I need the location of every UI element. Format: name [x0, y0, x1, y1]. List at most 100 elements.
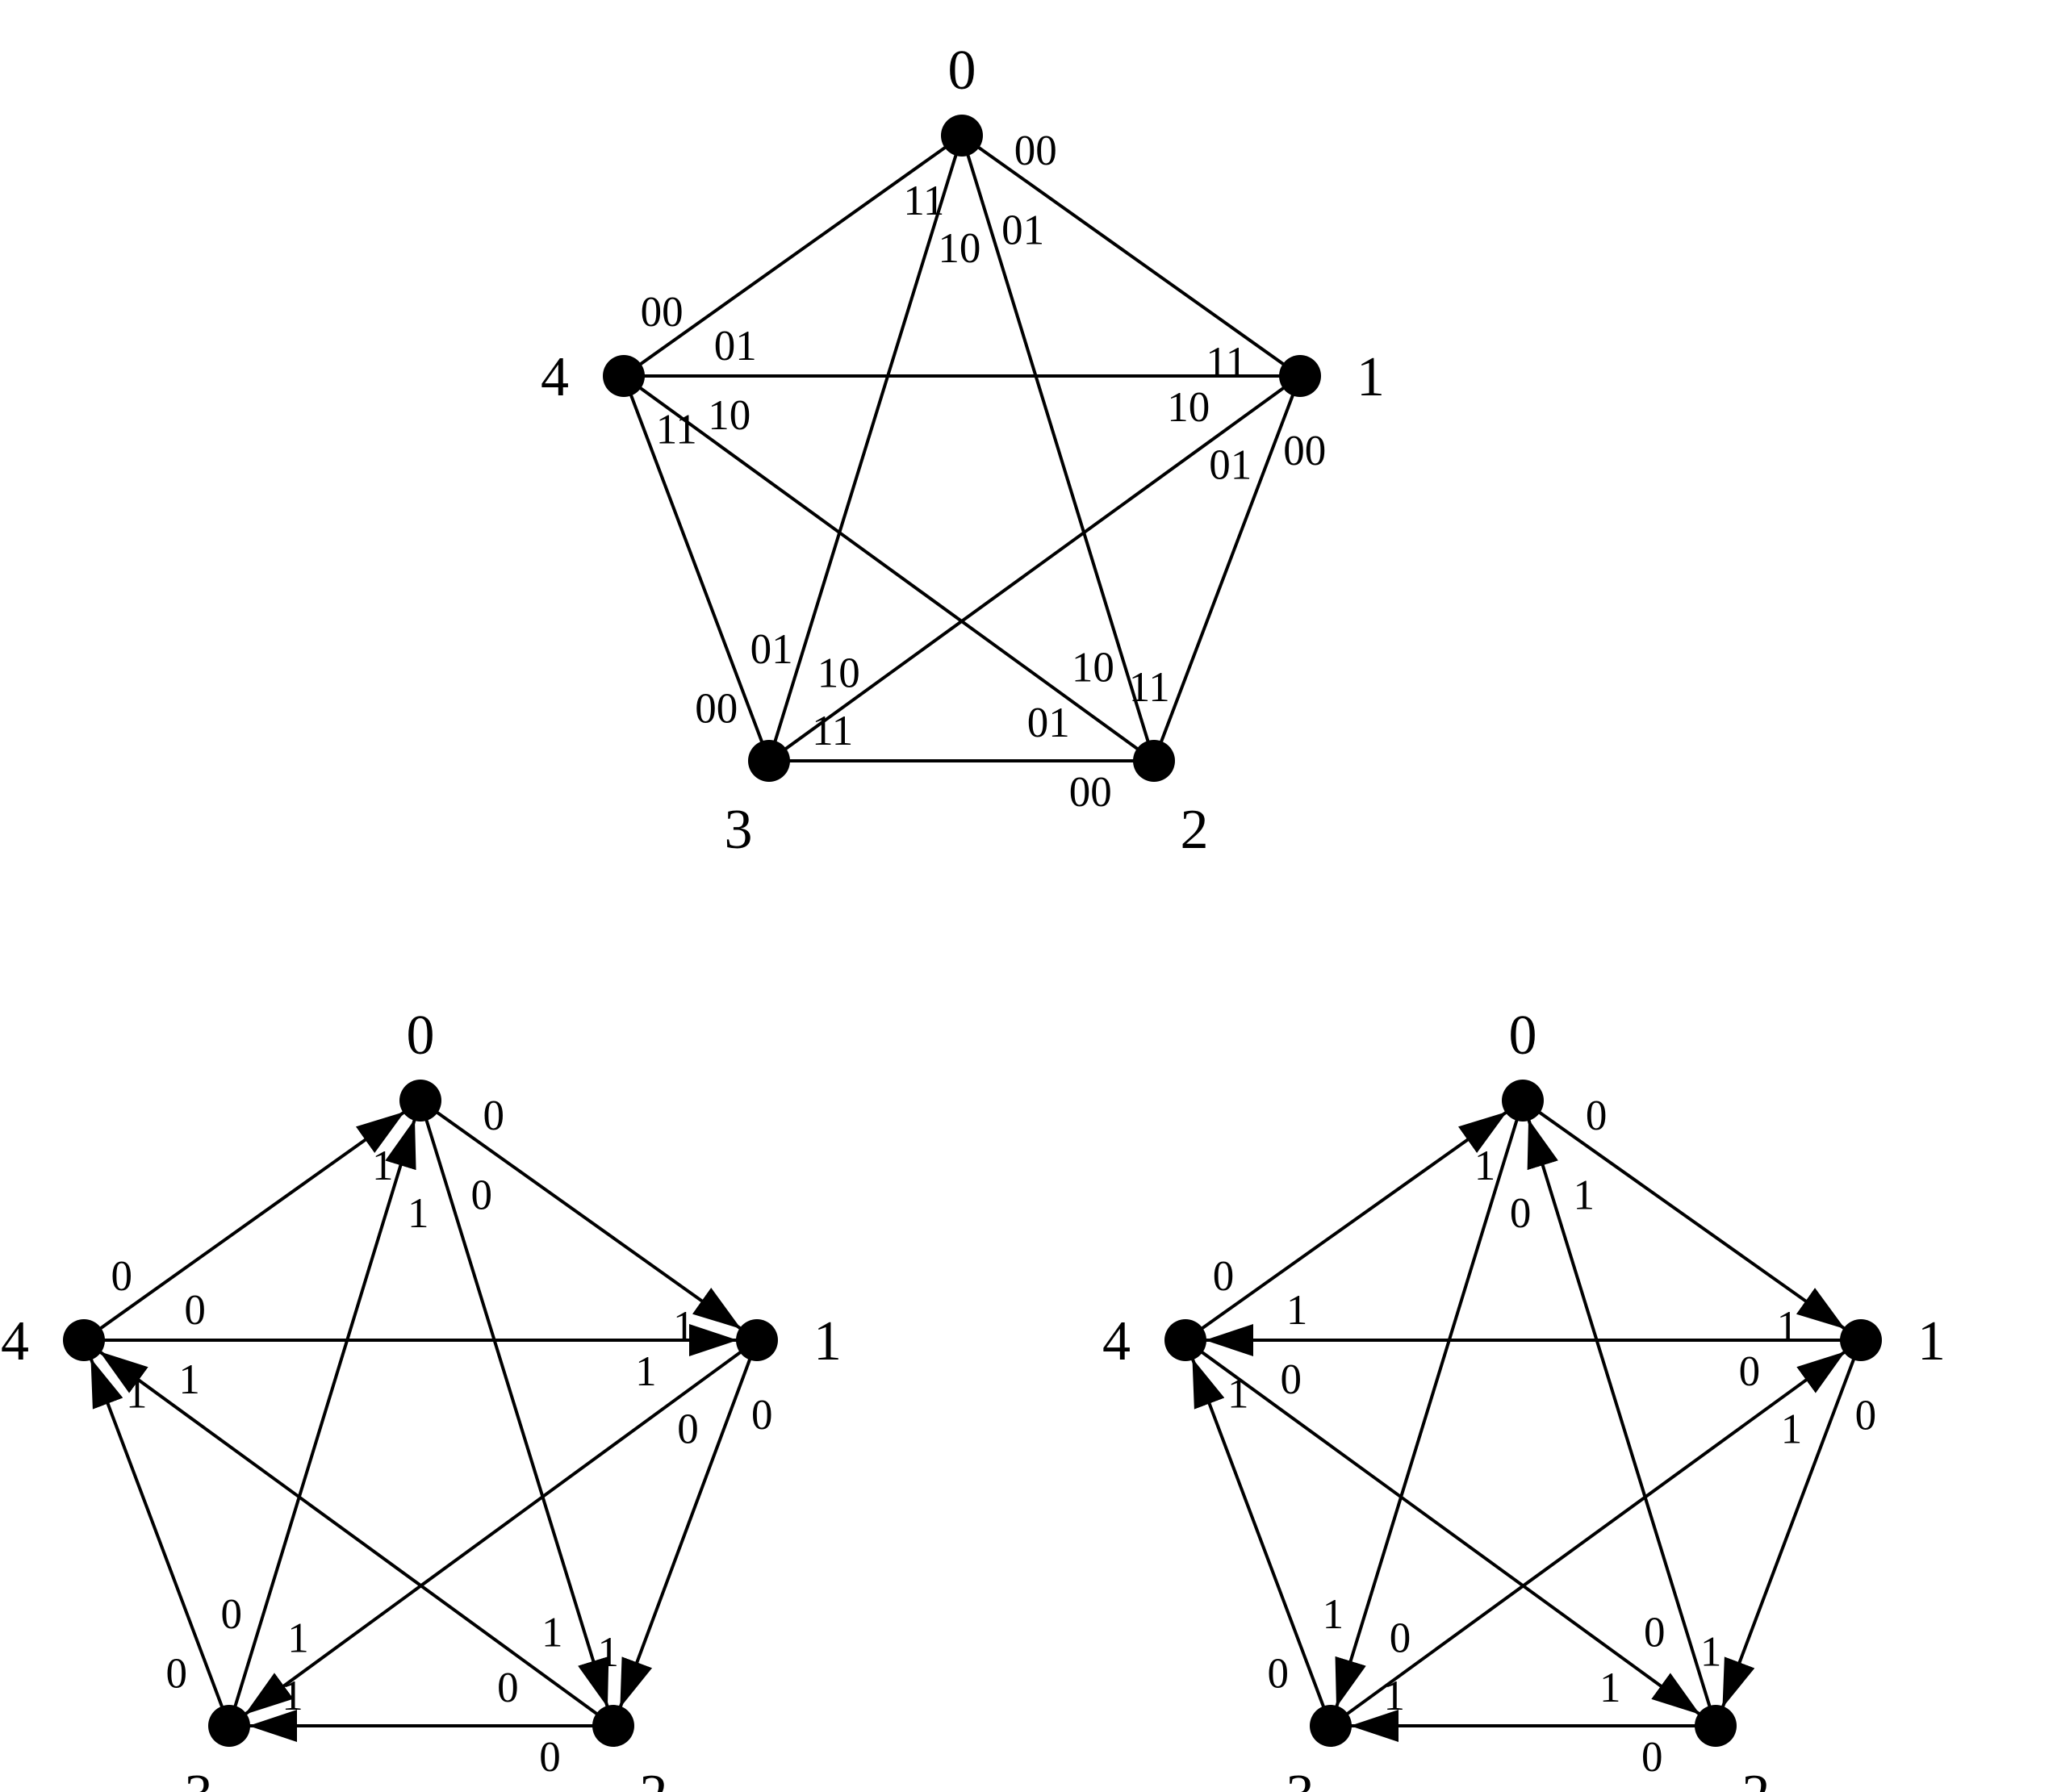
edge-label: 0 [1510, 1190, 1532, 1237]
graph-bottom-right: 0101010101010101010101234 [1102, 1005, 1946, 1792]
edge-label: 11 [656, 406, 697, 453]
edge-1-2 [618, 1339, 759, 1709]
vertex-4 [63, 1319, 105, 1361]
edge-label: 1 [282, 1673, 303, 1719]
edge-label: 0 [111, 1253, 133, 1300]
edge-label: 00 [641, 289, 684, 336]
vertex-label: 4 [541, 346, 569, 408]
edge-label: 1 [673, 1303, 695, 1350]
edge-3-4 [622, 375, 771, 762]
edge-label: 1 [408, 1190, 429, 1237]
edge-4-2 [1184, 1339, 1701, 1716]
edge-0-4 [622, 134, 964, 378]
edge-3-4 [1190, 1357, 1332, 1727]
edge-4-0 [1184, 1110, 1508, 1342]
edge-label: 0 [470, 1172, 492, 1219]
edge-label: 0 [221, 1591, 243, 1638]
edge-label: 0 [677, 1406, 699, 1453]
edge-1-2 [1720, 1339, 1863, 1709]
edge-label: 1 [372, 1142, 394, 1189]
edge-label: 0 [1739, 1348, 1761, 1395]
edge-label: 0 [1213, 1253, 1235, 1300]
edge-0-1 [960, 134, 1302, 378]
vertex-label: 3 [725, 799, 753, 861]
edge-0-3 [767, 135, 964, 762]
edge-label: 1 [598, 1629, 620, 1676]
edge-label: 11 [1129, 664, 1170, 711]
edge-label: 0 [165, 1651, 187, 1698]
edge-label: 1 [1227, 1371, 1249, 1418]
edge-0-2 [419, 1100, 609, 1708]
vertex-label: 1 [813, 1310, 842, 1372]
edge-label: 11 [812, 708, 853, 754]
edge-3-4 [89, 1357, 231, 1727]
edge-1-3 [244, 1339, 759, 1716]
edge-label: 0 [483, 1092, 505, 1139]
edge-label: 0 [1267, 1651, 1289, 1698]
edge-label: 1 [1599, 1665, 1621, 1711]
edge-4-0 [82, 1110, 406, 1342]
edge-label: 1 [1383, 1673, 1405, 1719]
edge-label: 10 [1072, 644, 1114, 691]
vertex-0 [1502, 1080, 1544, 1122]
vertex-label: 3 [185, 1764, 213, 1792]
edge-label: 1 [126, 1371, 148, 1418]
edge-label: 10 [938, 225, 980, 272]
vertex-0 [941, 115, 983, 157]
edge-2-0 [1527, 1118, 1717, 1727]
vertex-label: 2 [1742, 1764, 1771, 1792]
vertex-label: 1 [1917, 1310, 1946, 1372]
edge-label: 1 [1323, 1591, 1344, 1638]
vertex-1 [736, 1319, 778, 1361]
edge-label: 1 [1286, 1287, 1308, 1334]
vertex-label: 0 [1509, 1005, 1537, 1067]
edge-label: 1 [178, 1356, 200, 1403]
edge-0-1 [1521, 1099, 1846, 1330]
edge-label: 01 [750, 626, 793, 673]
edge-2-4 [622, 374, 1156, 762]
edge-1-2 [1152, 375, 1302, 762]
edge-3-0 [228, 1118, 416, 1727]
edge-label: 11 [1206, 339, 1247, 386]
vertex-4 [603, 355, 645, 397]
edge-label: 0 [539, 1734, 561, 1781]
edge-3-1 [1329, 1350, 1846, 1727]
edge-label: 1 [1781, 1406, 1803, 1453]
vertex-label: 3 [1286, 1764, 1315, 1792]
vertex-3 [748, 740, 790, 782]
edge-label: 00 [1283, 428, 1326, 474]
vertex-label: 0 [407, 1005, 435, 1067]
edge-label: 0 [1644, 1609, 1666, 1656]
edge-label: 10 [1167, 384, 1210, 431]
edge-label: 10 [817, 650, 860, 697]
edge-label: 10 [708, 392, 750, 439]
edge-label: 0 [1281, 1356, 1302, 1403]
edge-label: 0 [751, 1392, 773, 1439]
vertex-4 [1164, 1319, 1206, 1361]
vertex-label: 4 [1, 1310, 29, 1372]
edge-label: 0 [1855, 1392, 1877, 1439]
vertex-2 [1133, 740, 1175, 782]
edge-label: 01 [1209, 442, 1252, 489]
edge-label: 1 [1777, 1303, 1799, 1350]
edge-1-3 [767, 374, 1302, 762]
graph-bottom-left: 0101010101010101010101234 [1, 1005, 842, 1792]
vertex-label: 1 [1357, 346, 1385, 408]
vertex-2 [1695, 1705, 1737, 1747]
edge-label: 1 [541, 1609, 563, 1656]
edge-0-3 [1335, 1100, 1524, 1708]
edge-label: 0 [184, 1287, 206, 1334]
edge-0-2 [960, 135, 1156, 762]
edge-label: 0 [1586, 1092, 1608, 1139]
edge-label: 1 [287, 1615, 309, 1662]
vertex-label: 0 [948, 40, 976, 102]
edge-label: 0 [1641, 1734, 1663, 1781]
edge-0-1 [419, 1099, 742, 1330]
vertex-label: 4 [1102, 1310, 1131, 1372]
vertex-0 [399, 1080, 441, 1122]
edge-label: 01 [1027, 700, 1070, 746]
vertex-2 [592, 1705, 634, 1747]
